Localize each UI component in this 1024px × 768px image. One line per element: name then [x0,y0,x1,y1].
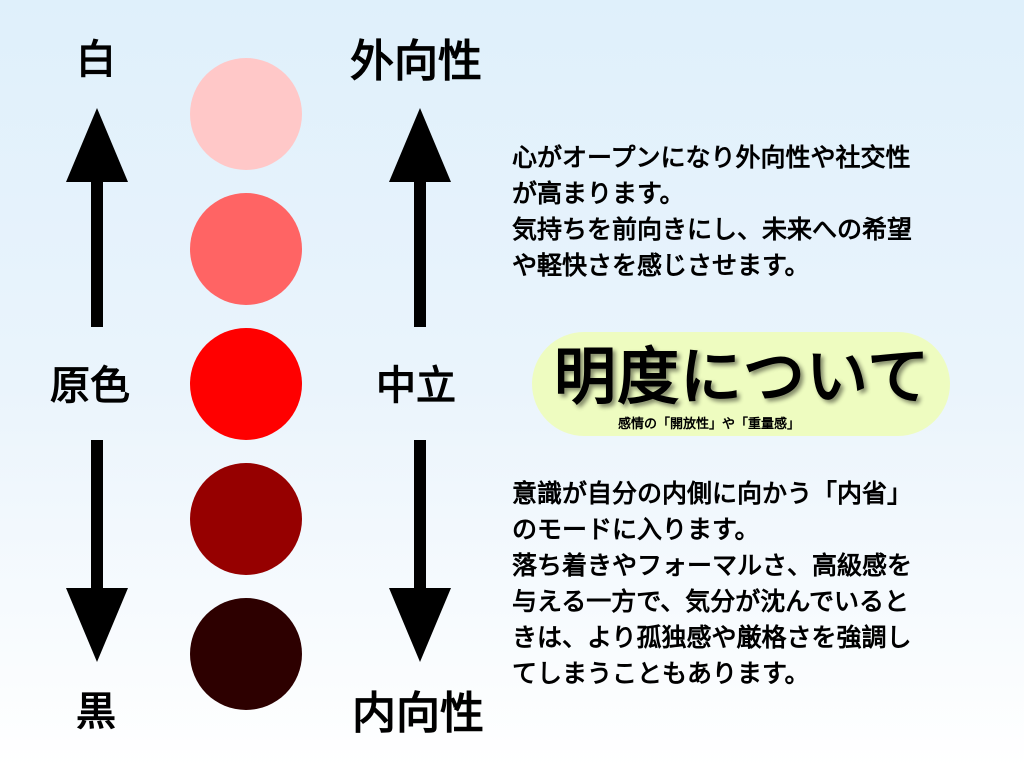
description-bottom: 意識が自分の内側に向かう「内省」 のモードに入ります。 落ち着きやフォーマルさ、… [512,476,1012,692]
label-base-color: 原色 [50,362,130,409]
label-introverted: 内向性 [352,688,484,739]
label-white: 白 [76,36,116,83]
label-extroverted: 外向性 [350,36,482,87]
swatch-lightest [190,58,302,170]
title-pill [532,332,950,436]
arrow-up-right [389,108,451,327]
description-top-line: が高まります。 [512,179,685,208]
description-top-line: 心がオープンになり外向性や社交性 [512,143,911,172]
swatch-dark [190,463,302,575]
description-bottom-line: 与える一方で、気分が沈んでいると [512,587,910,616]
title-subtitle: 感情の「開放性」や「重量感」 [618,417,801,432]
description-top-line: や軽快さを感じさせます。 [512,251,810,280]
label-neutral: 中立 [376,362,456,409]
title-main: 明度について [554,340,931,413]
description-bottom-line: きは、より孤独感や厳格さを強調し [512,623,912,652]
arrow-down-left [66,440,128,662]
description-bottom-line: のモードに入ります。 [512,515,760,544]
description-top-line: 気持ちを前向きにし、未来への希望 [512,215,913,244]
arrow-down-right [389,440,451,662]
swatch-pure [190,328,302,440]
description-bottom-line: てしまうこともあります。 [512,659,810,688]
description-bottom-line: 意識が自分の内側に向かう「内省」 [512,479,913,508]
label-black: 黒 [76,688,116,735]
description-bottom-line: 落ち着きやフォーマルさ、高級感を [512,551,913,580]
swatch-darkest [190,598,302,710]
arrow-up-left [66,108,128,327]
description-top: 心がオープンになり外向性や社交性 が高まります。 気持ちを前向きにし、未来への希… [512,140,1012,284]
swatch-light [190,193,302,305]
